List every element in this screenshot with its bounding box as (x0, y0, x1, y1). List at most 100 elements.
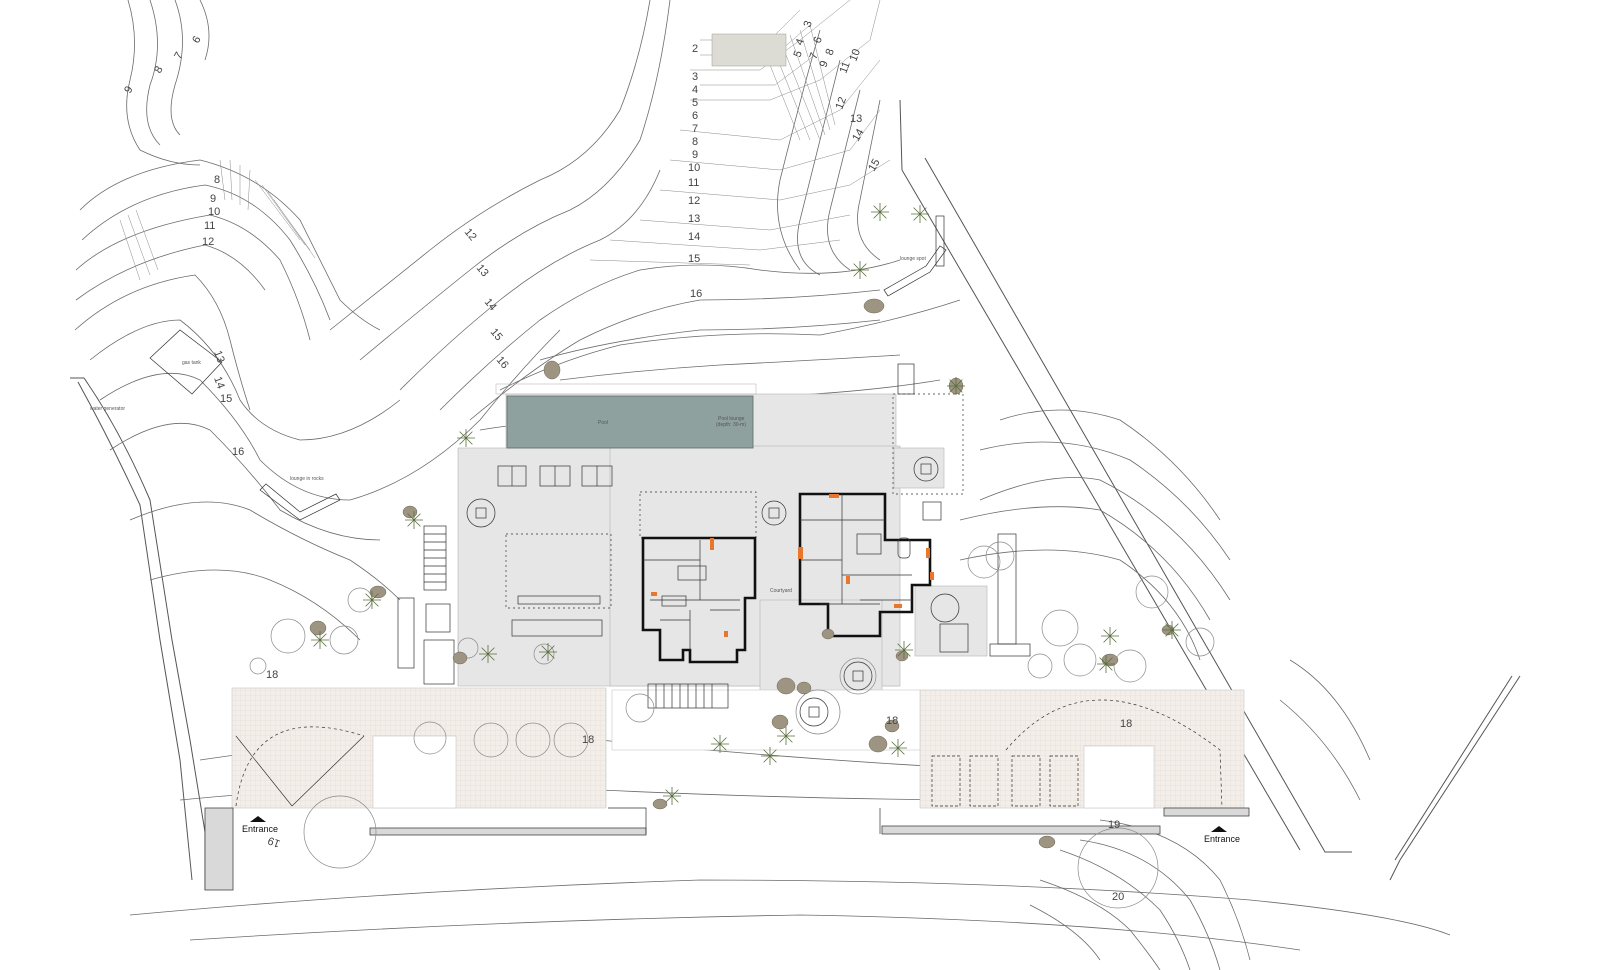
shrub (405, 511, 423, 529)
rock (452, 651, 468, 665)
entrance-markers: Entrance Entrance (242, 816, 1240, 844)
gas-tank-label: gas tank (182, 360, 201, 366)
tree-canopy (1063, 643, 1097, 677)
elevation-label: 12 (462, 226, 479, 243)
elevation-label: 19 (266, 834, 282, 849)
elevation-label: 15 (488, 326, 505, 343)
entrance-left-label: Entrance (242, 824, 278, 834)
shrub (761, 747, 779, 765)
elevation-label: 18 (582, 734, 594, 746)
elevation-label: 9 (122, 84, 135, 95)
elevation-label: 2 (692, 43, 698, 55)
terrace-top (711, 33, 787, 67)
lounge-in-rocks-label: lounge in rocks (290, 476, 324, 482)
elevation-label: 11 (204, 220, 215, 232)
elevation-label: 9 (210, 193, 216, 205)
elevation-label: 10 (688, 162, 700, 174)
water-generator-label: water generator (90, 406, 125, 412)
elevation-label: 8 (214, 174, 220, 186)
shrub (479, 645, 497, 663)
elevation-label: 18 (266, 669, 278, 681)
elevation-label: 13 (850, 113, 862, 125)
accent-marks (651, 494, 934, 637)
elevation-label: 12 (688, 195, 700, 207)
shrub (663, 787, 681, 805)
shrub (1097, 655, 1115, 673)
tree-canopy (553, 722, 589, 758)
rock (863, 298, 885, 314)
building-right (798, 492, 942, 638)
elevation-label: 13 (211, 349, 226, 365)
elevation-label: 16 (232, 446, 244, 458)
contour-lines (74, 0, 1451, 970)
tree-canopy (1113, 649, 1147, 683)
shrub (895, 641, 913, 659)
elevation-label: 18 (1120, 718, 1132, 730)
paved-zones (231, 687, 1245, 809)
elevation-label: 5 (792, 49, 805, 59)
shrub (871, 203, 889, 221)
tree-canopy (625, 693, 655, 723)
elevation-label: 7 (172, 50, 185, 61)
tree-canopy (1041, 609, 1079, 647)
loungers (497, 465, 613, 487)
elevation-label: 16 (690, 288, 702, 300)
tree-canopy (1185, 627, 1215, 657)
elevation-label: 15 (220, 393, 232, 405)
elevation-label: 5 (692, 97, 698, 109)
shrub (1163, 621, 1181, 639)
road-walls (204, 807, 1250, 891)
steps (397, 363, 1031, 709)
pool-depth-label: (depth: 30-m) (716, 422, 746, 428)
shrub (947, 377, 965, 395)
tree-canopy (1135, 575, 1169, 609)
elevation-label: 4 (692, 84, 698, 96)
shrub (711, 735, 729, 753)
tree-canopy (270, 618, 306, 654)
elevation-label: 15 (688, 253, 700, 265)
elevation-label: 19 (1108, 819, 1120, 831)
shrubs (311, 203, 1181, 805)
entrance-left-icon (250, 816, 266, 822)
tree-canopy (967, 545, 1001, 579)
elevation-label: 10 (208, 206, 220, 218)
lounge-in-rocks: lounge in rocks (259, 476, 341, 521)
shrub (777, 727, 795, 745)
entrance-right-icon (1211, 826, 1227, 832)
tree-canopy (329, 625, 359, 655)
rock (402, 505, 418, 519)
tree-canopy (515, 722, 551, 758)
elevation-label: 20 (1112, 891, 1124, 903)
tree-canopy (839, 657, 877, 695)
pool: Pool Pool lounge (depth: 30-m) (506, 395, 754, 449)
shrub (851, 261, 869, 279)
site-boundary (70, 99, 1521, 890)
elevation-label: 4 (794, 37, 807, 47)
rock (652, 798, 668, 810)
shrub (911, 205, 929, 223)
rock (884, 719, 900, 733)
tree-canopy (533, 643, 555, 665)
rock (369, 585, 387, 599)
elevation-label: 6 (812, 35, 825, 45)
elevation-label: 7 (692, 123, 698, 135)
elevation-label: 14 (211, 375, 226, 391)
shrub (457, 429, 475, 447)
elevation-label: 3 (802, 19, 815, 29)
lounge-spot-label: lounge spot (900, 256, 926, 262)
planters (466, 456, 969, 727)
rock (895, 650, 909, 662)
shrub (889, 739, 907, 757)
courtyard-label: Courtyard (770, 588, 792, 594)
lounge-spot: lounge spot (883, 215, 947, 297)
shrub (539, 643, 557, 661)
elevation-label: 9 (818, 59, 831, 69)
elevation-label: 6 (190, 34, 203, 45)
elevation-label: 11 (838, 60, 853, 75)
parking (235, 699, 1223, 809)
tree-canopy (985, 541, 1015, 571)
rock (543, 360, 561, 380)
elevation-label: 8 (692, 136, 698, 148)
elevation-label: 14 (688, 231, 700, 243)
